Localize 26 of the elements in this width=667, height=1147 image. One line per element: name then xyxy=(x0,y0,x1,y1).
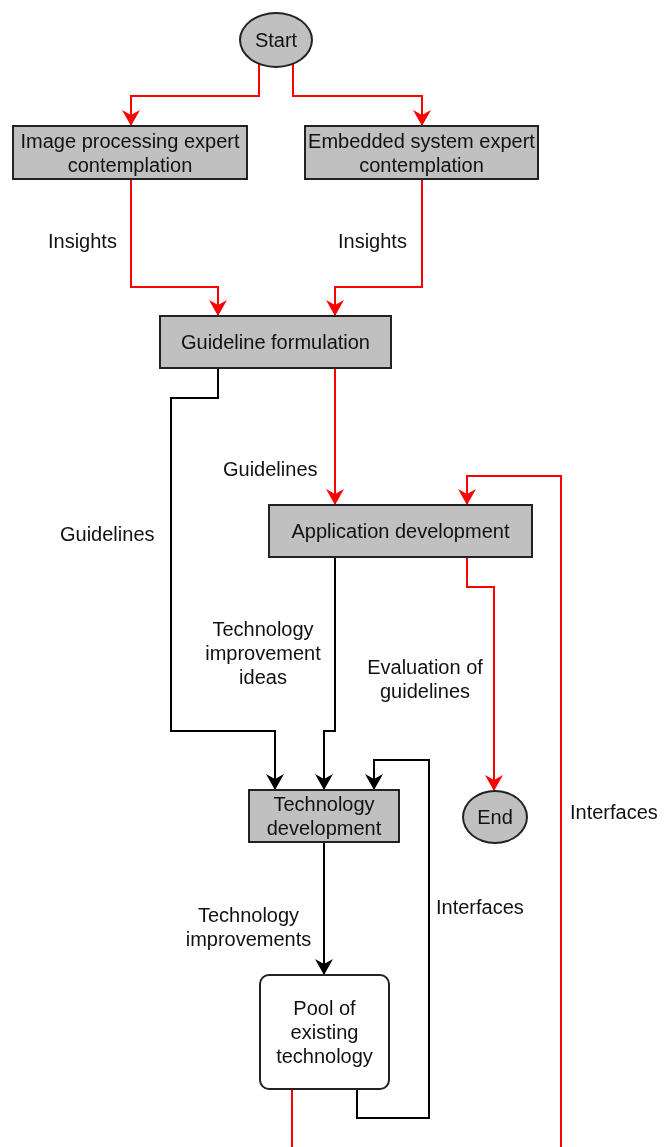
arrow xyxy=(315,842,333,975)
terminal-ellipse: End xyxy=(462,790,528,844)
edge-label: Interfaces xyxy=(570,800,658,824)
arrow xyxy=(326,179,423,316)
process-box: Image processing expert contemplation xyxy=(12,125,248,180)
terminal-ellipse: Start xyxy=(239,12,313,68)
process-box: Application development xyxy=(268,504,533,558)
process-box: Guideline formulation xyxy=(159,315,392,369)
arrow xyxy=(356,759,430,1119)
edge-label: Technology improvements xyxy=(184,903,313,951)
edge-label: Interfaces xyxy=(436,895,524,919)
arrow xyxy=(315,557,336,790)
edge-label: Guidelines xyxy=(223,457,318,481)
process-box: Embedded system expert contemplation xyxy=(304,125,539,180)
process-box: Technology development xyxy=(248,789,400,843)
edge-label: Insights xyxy=(48,229,117,253)
edge-label: Insights xyxy=(338,229,407,253)
arrow xyxy=(291,475,562,1147)
edge-label: Technology improvement ideas xyxy=(204,617,322,689)
arrow xyxy=(130,179,227,316)
storage-box: Pool of existing technology xyxy=(259,974,390,1090)
edge-label: Evaluation of guidelines xyxy=(366,655,484,703)
arrow xyxy=(326,368,344,505)
arrow xyxy=(170,368,284,790)
edge-label: Guidelines xyxy=(60,522,155,546)
arrow xyxy=(466,557,503,791)
